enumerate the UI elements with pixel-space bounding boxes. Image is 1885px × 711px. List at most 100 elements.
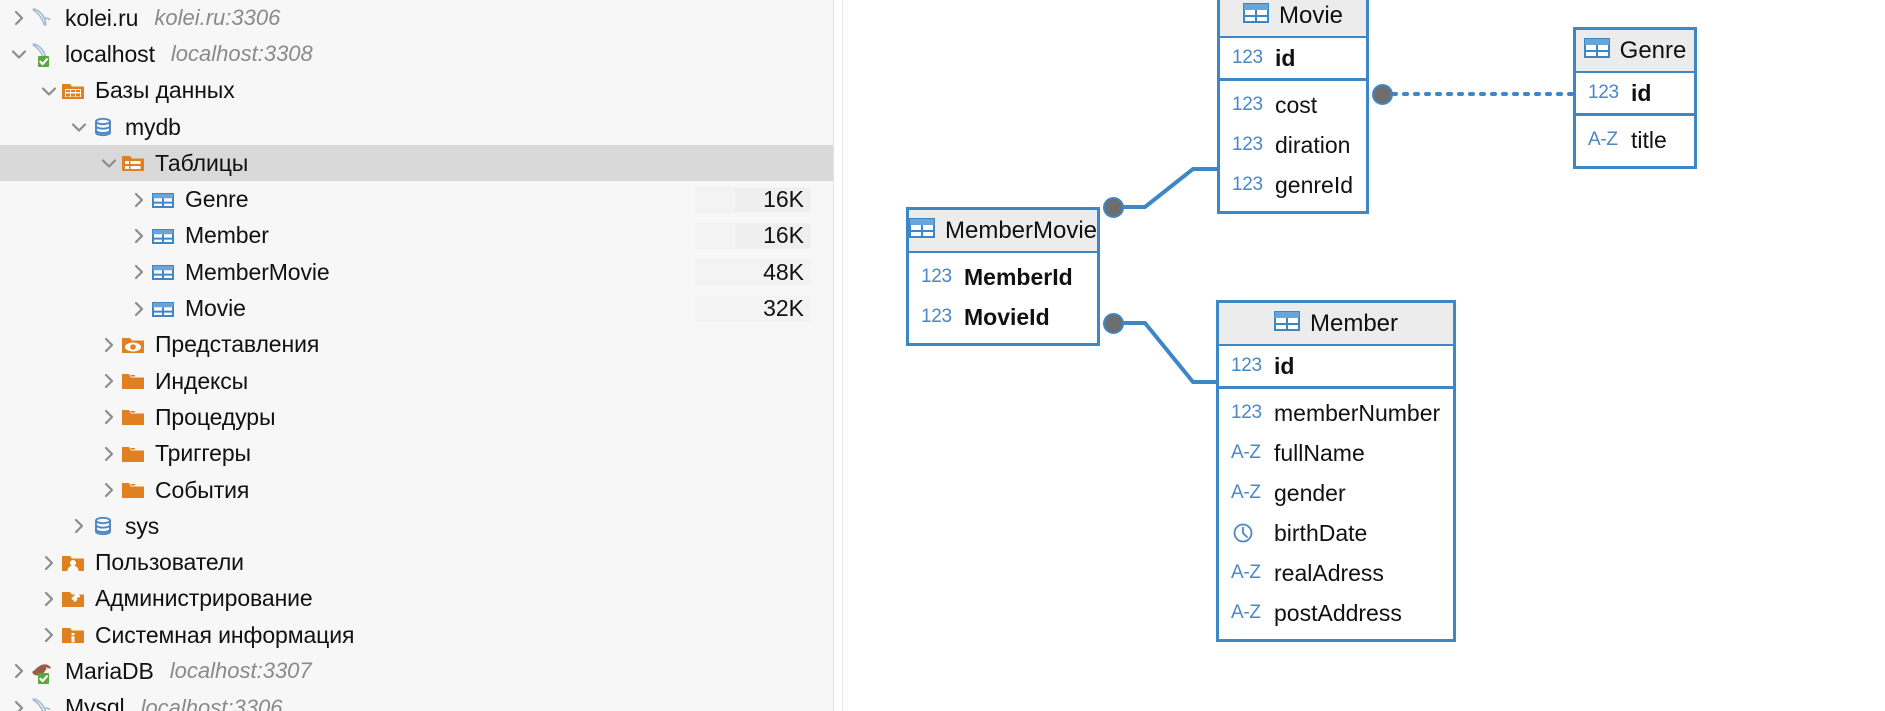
numeric-type-icon: 123: [1232, 174, 1263, 195]
chevron-right-icon[interactable]: [98, 479, 120, 501]
tree-item-базы-данных[interactable]: Базы данных: [0, 73, 833, 109]
tree-item-host: localhost:3307: [169, 658, 312, 684]
tree-item-индексы[interactable]: Индексы: [0, 363, 833, 399]
tree-item-процедуры[interactable]: Процедуры: [0, 399, 833, 435]
chevron-right-icon[interactable]: [68, 515, 90, 537]
er-table-header[interactable]: Movie: [1220, 0, 1366, 38]
mariadb-seal-connected-icon: [30, 658, 56, 685]
panel-splitter[interactable]: [833, 0, 843, 711]
er-field-name: id: [1275, 44, 1296, 71]
views-folder-icon: [120, 332, 146, 358]
size-value: 16K: [763, 186, 804, 213]
chevron-right-icon[interactable]: [128, 261, 150, 283]
tree-item-пользователи[interactable]: Пользователи: [0, 544, 833, 580]
er-table-name: Genre: [1619, 36, 1687, 64]
er-table-header[interactable]: Genre: [1576, 30, 1694, 73]
table-icon: [1583, 37, 1610, 65]
chevron-right-icon[interactable]: [98, 443, 120, 465]
tree-item-host: localhost:3306: [140, 694, 283, 711]
chevron-right-icon[interactable]: [38, 624, 60, 646]
numeric-type-icon: 123: [1231, 355, 1262, 376]
tree-item-таблицы[interactable]: Таблицы: [0, 145, 833, 182]
er-field-name: MemberId: [964, 263, 1073, 290]
mysql-dolphin-icon: [30, 695, 56, 711]
er-field[interactable]: 123 memberNumber: [1219, 393, 1453, 433]
er-field-name: memberNumber: [1274, 399, 1441, 426]
chevron-down-icon[interactable]: [8, 43, 30, 65]
size-value: 16K: [763, 222, 804, 249]
folder-icon: [120, 441, 146, 467]
er-field[interactable]: 123 id: [1219, 346, 1453, 386]
tree-item-администрирование[interactable]: Администрирование: [0, 581, 833, 617]
chevron-down-icon[interactable]: [38, 80, 60, 102]
tree-item-представления[interactable]: Представления: [0, 327, 833, 363]
text-type-icon: A-Z: [1231, 442, 1261, 463]
chevron-right-icon[interactable]: [8, 697, 30, 711]
tree-item-события[interactable]: События: [0, 472, 833, 508]
numeric-type-icon: 123: [1231, 402, 1262, 423]
tree-item-host: kolei.ru:3306: [154, 5, 281, 31]
chevron-right-icon[interactable]: [38, 552, 60, 574]
tree-item-host: localhost:3308: [170, 41, 313, 67]
tree-item-label: Genre: [185, 186, 249, 213]
tree-item-системная-информация[interactable]: Системная информация: [0, 617, 833, 653]
er-field[interactable]: birthDate: [1219, 513, 1453, 553]
tree-item-триггеры[interactable]: Триггеры: [0, 436, 833, 472]
er-table-header[interactable]: Member: [1219, 303, 1453, 346]
chevron-right-icon[interactable]: [128, 225, 150, 247]
chevron-right-icon[interactable]: [98, 370, 120, 392]
table-size-cell: 48K: [695, 259, 811, 286]
chevron-right-icon[interactable]: [98, 406, 120, 428]
chevron-right-icon[interactable]: [8, 7, 30, 29]
tree-item-sys[interactable]: sys: [0, 508, 833, 544]
relationship-edges: [1113, 92, 1575, 384]
chevron-down-icon[interactable]: [98, 152, 120, 174]
er-field-name: id: [1274, 352, 1295, 379]
tree-item-label: Представления: [155, 331, 320, 358]
chevron-right-icon[interactable]: [98, 334, 120, 356]
tree-item-genre[interactable]: Genre 16K: [0, 181, 833, 217]
chevron-right-icon[interactable]: [8, 660, 30, 682]
tree-item-mydb[interactable]: mydb: [0, 109, 833, 145]
tree-item-label: Базы данных: [95, 77, 235, 104]
chevron-right-icon[interactable]: [38, 588, 60, 610]
er-field-name: realAdress: [1274, 559, 1384, 586]
er-field-name: diration: [1275, 131, 1351, 158]
chevron-right-icon[interactable]: [128, 298, 150, 320]
chevron-right-icon[interactable]: [128, 189, 150, 211]
tree-item-label: sys: [125, 512, 160, 539]
er-table-header[interactable]: MemberMovie: [908, 210, 1097, 253]
chevron-down-icon[interactable]: [68, 116, 90, 138]
databases-folder-icon: [60, 78, 86, 104]
table-size-cell: 32K: [695, 295, 811, 322]
table-size-cell: 16K: [695, 186, 811, 213]
numeric-type-icon: 123: [1588, 82, 1619, 103]
